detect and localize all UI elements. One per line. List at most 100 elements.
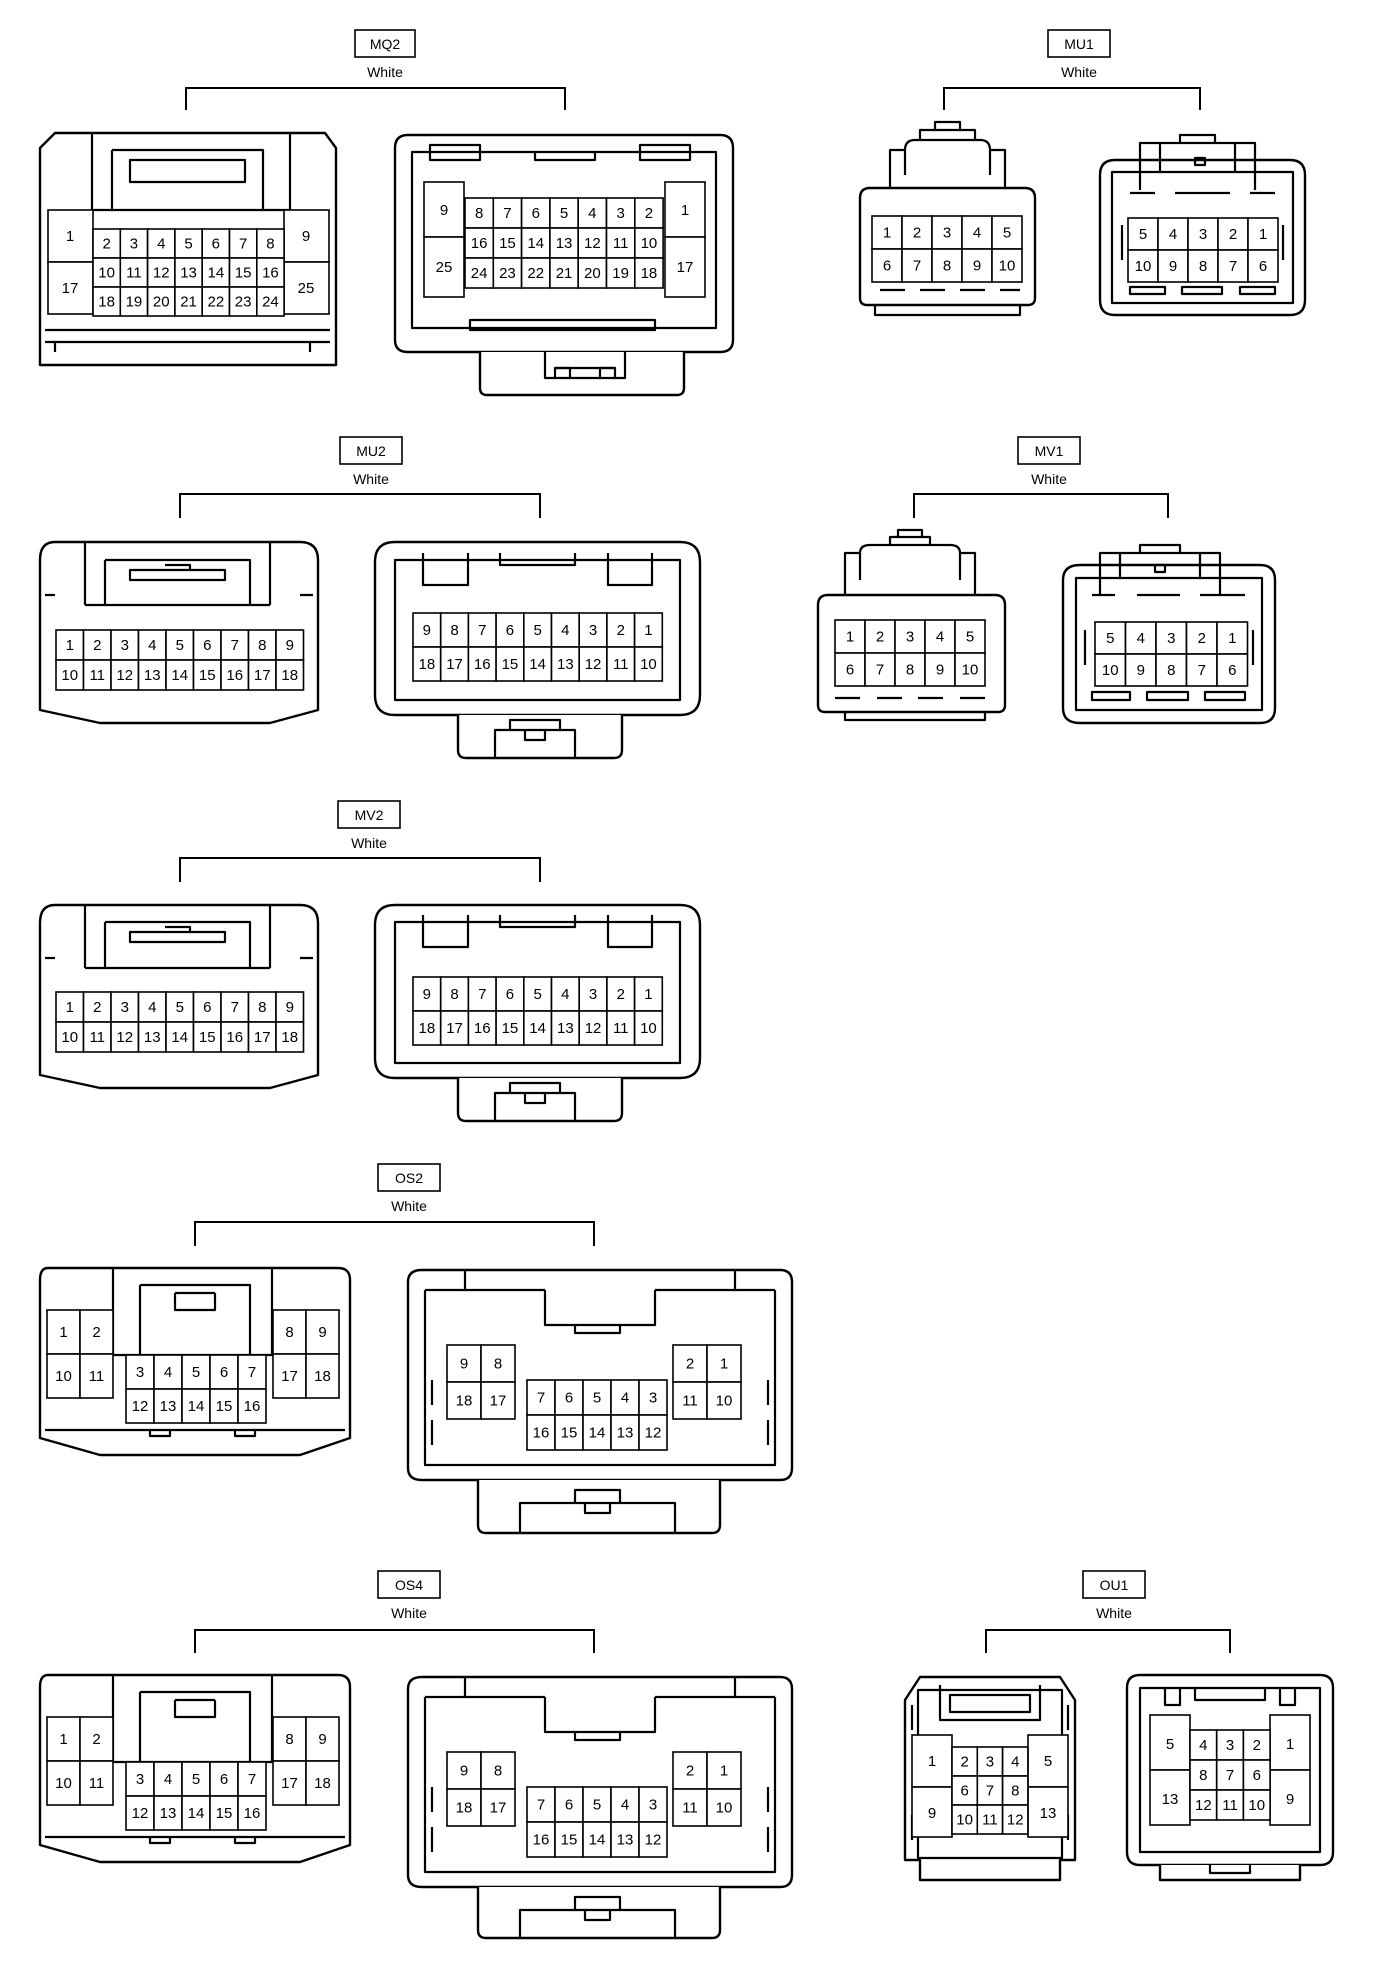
pin-cell [495,1010,525,1046]
pin-cell [79,1760,114,1806]
pin-number: 12 [1007,1812,1024,1829]
pin-cell [1094,621,1127,655]
pin-cell [137,659,167,691]
pin-cell [237,1388,267,1424]
pin-cell [272,1353,307,1399]
pin-cell [672,1788,708,1827]
pin-number: 25 [298,280,315,297]
pin-number: 3 [1199,226,1207,243]
pin-number: 5 [192,1364,200,1381]
pin-number: 22 [527,265,544,282]
pin-cell [275,1021,305,1053]
group-label-ou1: OU1 White [985,1570,1231,1653]
pin-number: 4 [561,622,569,639]
group-color: White [1096,1605,1132,1621]
pin-number: 16 [262,265,279,282]
pin-number: 1 [59,1731,67,1748]
pin-number: 13 [617,1425,634,1442]
pin-number: 11 [89,1029,105,1046]
pin-number: 11 [613,656,629,673]
pin-cell [638,1786,668,1823]
pin-cell [578,1010,608,1046]
pin-number: 11 [89,1775,105,1792]
pin-cell [79,1353,114,1399]
pin-number: 16 [533,1425,550,1442]
pin-number: 2 [93,637,101,654]
pin-number: 2 [913,225,921,242]
pin-cell [1216,653,1249,687]
pin-number: 12 [584,235,601,252]
pin-cell [220,659,250,691]
pin-number: 9 [423,622,431,639]
group-label-mq2: MQ2 White [185,29,566,110]
pin-number: 13 [617,1832,634,1849]
pin-number: 10 [1102,662,1119,679]
pin-cell [610,1414,640,1451]
pin-number: 24 [262,294,279,311]
pin-cell [55,659,85,691]
pin-number: 20 [584,265,601,282]
pin-cell [582,1414,612,1451]
pin-cell [522,646,553,682]
group-title: OS2 [395,1170,423,1186]
pin-cell [672,1381,708,1420]
group-color: White [367,64,403,80]
pin-cell [247,629,277,661]
pin-cell [633,197,664,229]
pin-cell [201,286,231,317]
pin-cell [633,227,664,259]
pin-number: 1 [66,999,74,1016]
pin-number: 6 [203,637,211,654]
pin-number: 19 [126,294,143,311]
pin-number: 4 [157,236,165,253]
pin-cell [638,1821,668,1858]
pin-number: 10 [999,258,1016,275]
pin-number: 17 [446,656,463,673]
pin-cell [633,257,664,289]
pin-cell [1242,1729,1271,1761]
pin-number: 6 [565,1390,573,1407]
pin-cell [954,619,986,654]
pin-number: 9 [318,1324,326,1341]
pin-number: 8 [906,662,914,679]
pin-cell [550,612,581,648]
pin-cell [871,248,903,283]
pin-side: 19 [1286,1736,1294,1808]
pin-cell [480,1381,516,1420]
pin-number: 18 [419,656,436,673]
pin-number: 3 [1167,630,1175,647]
pin-cell [606,646,636,682]
pin-number: 13 [160,1398,177,1415]
pin-number: 7 [478,622,486,639]
pin-number: 4 [164,1364,172,1381]
pin-number: 16 [474,656,491,673]
pin-number: 3 [986,1754,994,1771]
group-label-mu2: MU2 White [179,436,541,518]
pin-cell [954,652,986,687]
pin-number: 11 [126,265,142,282]
pin-number: 4 [164,1771,172,1788]
pin-number: 4 [561,986,569,1003]
pin-cell [834,652,866,687]
pin-number: 5 [192,1771,200,1788]
pin-cell [272,1309,307,1355]
pin-cell [951,1804,979,1835]
pin-number: 6 [1259,258,1267,275]
pin-number: 18 [314,1775,331,1792]
pin-side: 925 [298,228,315,297]
pin-number: 8 [494,1356,502,1373]
pin-number: 2 [617,986,625,1003]
pin-number: 3 [589,986,597,1003]
pin-number: 8 [475,205,483,222]
pin-cell [125,1388,155,1424]
pin-cell [110,659,140,691]
